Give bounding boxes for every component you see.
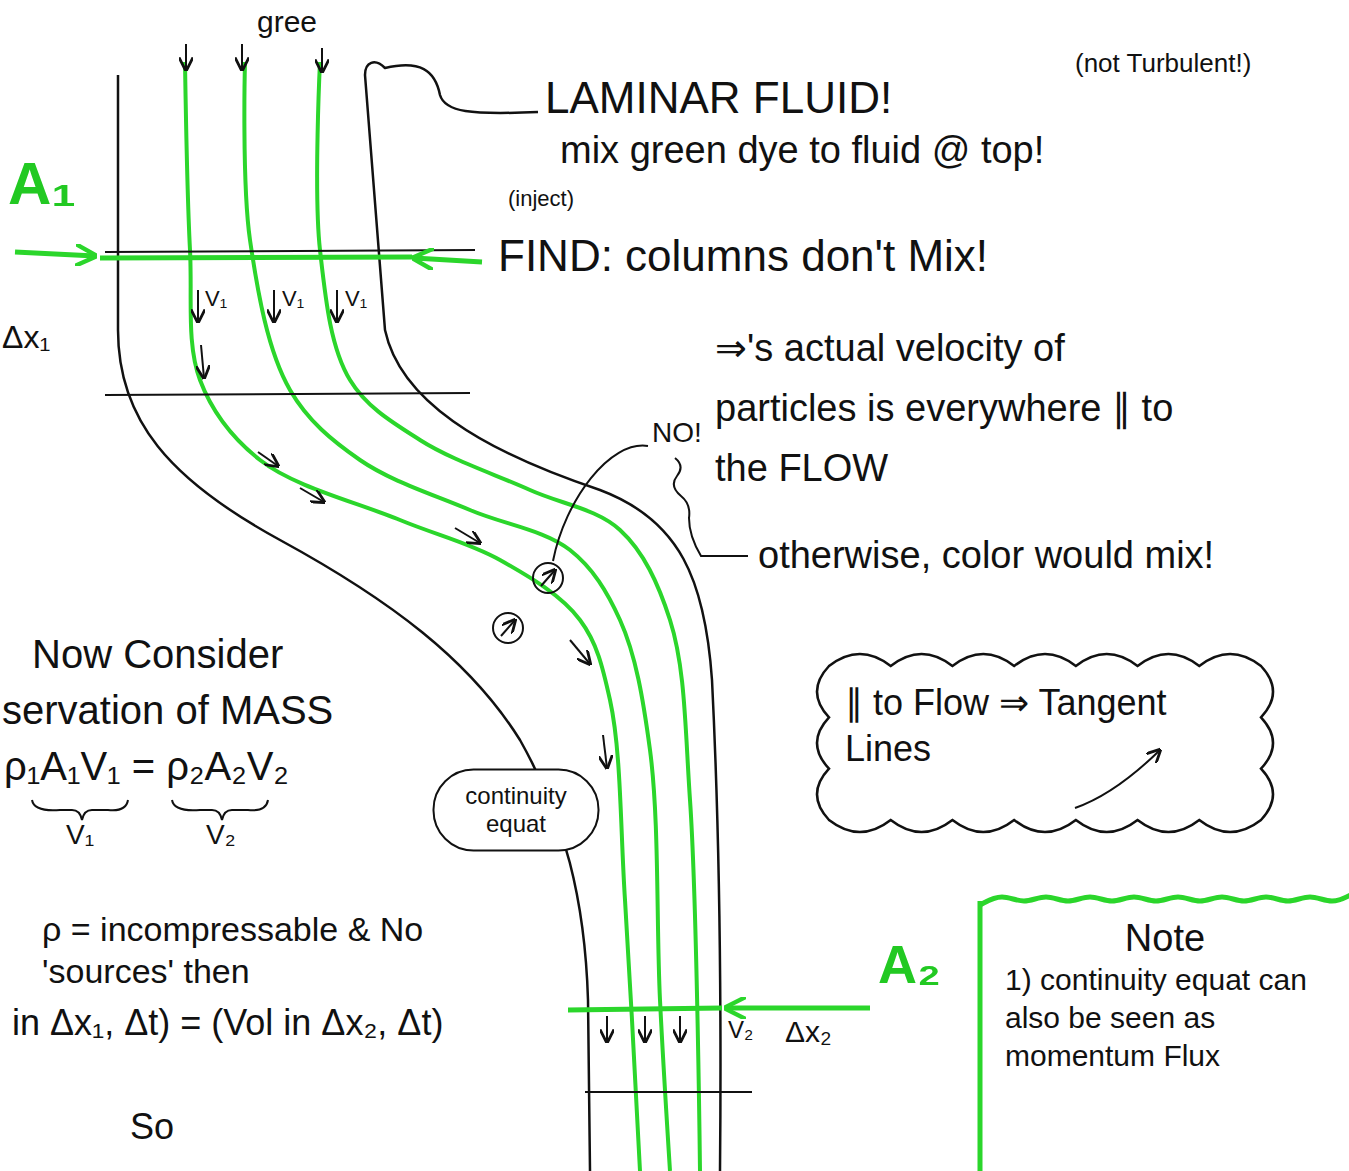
heading: LAMINAR FLUID! xyxy=(545,72,892,125)
flow-arrow xyxy=(185,44,187,70)
instruction: mix green dye to fluid @ top! xyxy=(560,128,1044,174)
condition: ρ = incompressable & No 'sources' then xyxy=(42,908,482,992)
flow-arrow xyxy=(455,528,480,543)
text-holder: continuity equat xyxy=(432,768,600,852)
note-body: 1) continuity equat can also be seen as … xyxy=(1005,961,1325,1075)
flow-arrow xyxy=(570,640,590,664)
length-label: Δx₁ xyxy=(2,318,50,356)
brace xyxy=(172,800,268,820)
flow-arrow xyxy=(321,48,323,72)
bubble-text: continuity equat xyxy=(450,782,582,838)
pointer-arrow xyxy=(1075,750,1160,808)
flow-arrow xyxy=(241,44,243,70)
conclusion: So xyxy=(130,1105,174,1148)
cross-arrow xyxy=(541,570,555,586)
leader-line xyxy=(553,446,648,561)
explanation: otherwise, color would mix! xyxy=(758,525,1218,585)
text-holder: ∥ to Flow ⇒ Tangent Lines xyxy=(815,652,1275,834)
aside-note: (inject) xyxy=(508,186,574,212)
velocity-label: V₂ xyxy=(728,1016,753,1045)
flow-arrow xyxy=(603,735,607,768)
section-line xyxy=(105,393,470,395)
bracket xyxy=(365,62,538,113)
area-line xyxy=(100,257,412,258)
area-arrow xyxy=(726,1006,870,1011)
flow-rate-label: V₁ xyxy=(66,818,94,852)
flow-arrow xyxy=(606,1016,608,1042)
circled-arrow xyxy=(533,563,563,593)
flow-arrow xyxy=(300,488,324,502)
text-holder: Note1) continuity equat can also be seen… xyxy=(975,885,1349,1095)
flow-arrow xyxy=(258,452,278,466)
note-border xyxy=(980,893,1349,905)
bubble-outline xyxy=(434,770,599,851)
velocity-label: V₁ xyxy=(282,286,304,312)
flow-rate-label: V₂ xyxy=(206,818,236,852)
circled-arrow xyxy=(493,613,523,643)
brace xyxy=(32,800,128,820)
equation: in Δx₁, Δt) = (Vol in Δx₂, Δt) xyxy=(12,1000,462,1046)
velocity-label: V₁ xyxy=(205,286,227,312)
length-label: Δx₂ xyxy=(785,1014,832,1050)
flow-arrow xyxy=(197,290,199,322)
flow-arrow xyxy=(273,290,275,322)
equation-bubble: continuity equat xyxy=(432,768,600,852)
aside-note: (not Turbulent!) xyxy=(1075,48,1251,79)
cross-arrow xyxy=(501,620,515,636)
finding: FIND: columns don't Mix! xyxy=(498,230,988,283)
section-line xyxy=(585,1091,752,1093)
area-arrow xyxy=(15,252,95,256)
flow-arrow xyxy=(336,290,338,322)
cloud-note: ∥ to Flow ⇒ Tangent Lines xyxy=(815,652,1275,834)
note-border xyxy=(978,901,983,1171)
explanation: ⇒'s actual velocity of particles is ever… xyxy=(715,318,1175,498)
equation: ρ₁A₁V₁ = ρ₂A₂V₂ xyxy=(4,742,289,790)
section-heading: servation of MASS xyxy=(2,686,333,734)
note-heading: Note xyxy=(1005,915,1325,961)
flow-arrow xyxy=(201,345,204,378)
cloud-outline xyxy=(817,654,1273,832)
callout: NO! xyxy=(652,416,702,450)
flow-arrow xyxy=(679,1016,681,1042)
dye-label: gree xyxy=(257,4,317,40)
area-label: A₁ xyxy=(8,148,76,220)
note-text: ∥ to Flow ⇒ Tangent Lines xyxy=(845,680,1245,772)
area-arrow xyxy=(414,258,482,262)
section-heading: Now Consider xyxy=(32,630,283,678)
flow-arrow xyxy=(644,1016,646,1042)
velocity-label: V₁ xyxy=(345,286,367,312)
area-line xyxy=(568,1008,722,1010)
area-label: A₂ xyxy=(878,932,941,997)
note-panel: Note1) continuity equat can also be seen… xyxy=(975,885,1349,1171)
section-line xyxy=(105,250,475,252)
